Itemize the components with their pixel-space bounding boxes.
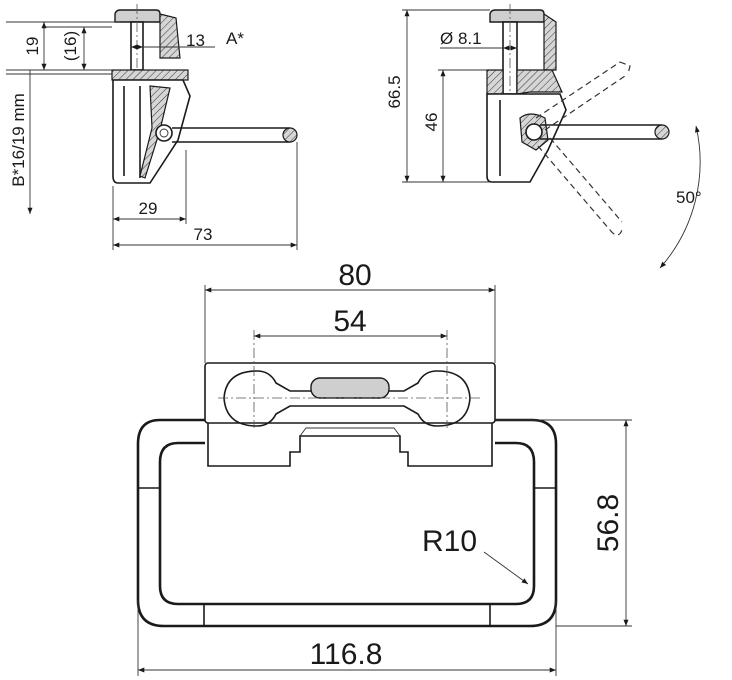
dim-13-label: 13 xyxy=(186,31,205,50)
angle-50-label: 50° xyxy=(676,188,702,207)
dim-46-label: 46 xyxy=(422,113,441,132)
section-view: 50° Ø 8.1 66.5 46 xyxy=(385,4,702,269)
side-view: 19 (16) B*16/19 mm 13 A* 29 73 xyxy=(6,4,298,250)
dim-73-label: 73 xyxy=(194,225,213,244)
dim-1168-label: 116.8 xyxy=(310,638,383,671)
dim-80-label: 80 xyxy=(338,259,371,292)
dim-568-label: 56.8 xyxy=(592,494,625,552)
dim-16-label: (16) xyxy=(61,31,80,61)
front-view: 80 54 R10 56.8 116.8 xyxy=(136,259,632,676)
radius-label: R10 xyxy=(422,525,477,558)
a-star-label: A* xyxy=(226,29,244,48)
diameter-label: Ø 8.1 xyxy=(440,29,482,48)
dim-665-label: 66.5 xyxy=(385,75,404,108)
dim-19-label: 19 xyxy=(23,37,42,56)
slot-height-label: B*16/19 mm xyxy=(9,93,28,187)
dim-54-label: 54 xyxy=(333,305,366,338)
dim-29-label: 29 xyxy=(139,199,158,218)
